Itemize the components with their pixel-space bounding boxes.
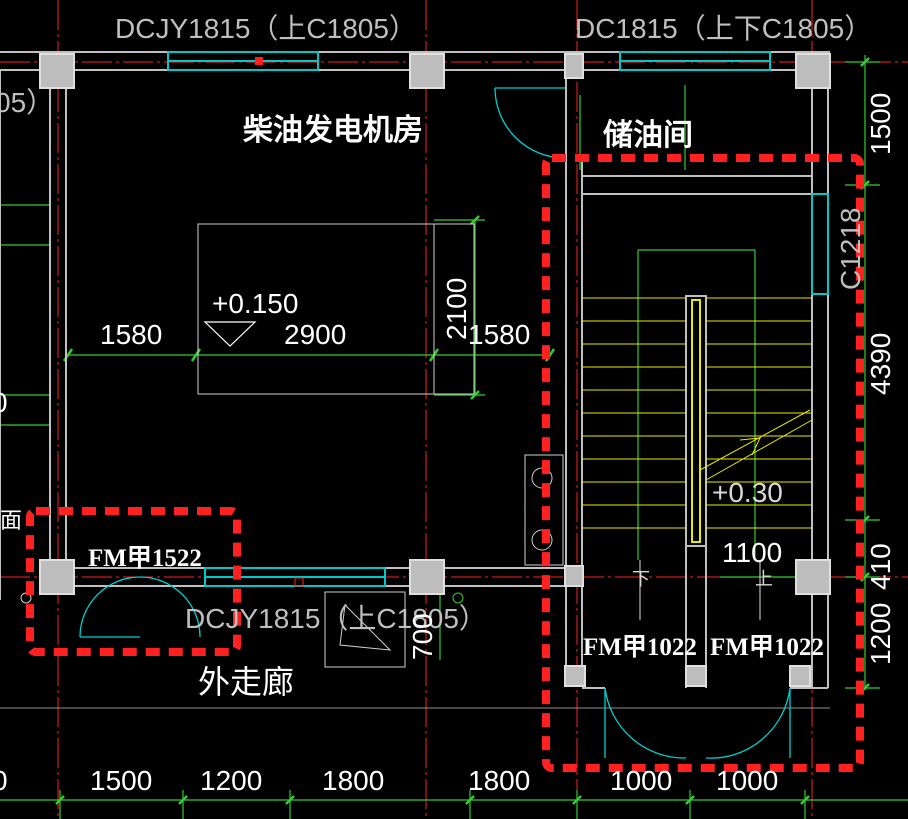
stair-up-label: 上: [755, 569, 773, 589]
highlight-boxes: [26, 154, 864, 772]
window-label-left-partial: 05）: [0, 87, 54, 118]
stair-down-label: 下: [632, 569, 650, 589]
window-label-top-left: DCJY1815（上C1805）: [115, 13, 417, 44]
dim-bottom-1500: 1500: [90, 765, 152, 796]
dim-1100: 1100: [722, 537, 782, 568]
dim-left-edge: 0: [0, 387, 8, 418]
window-marker: [255, 57, 263, 65]
door-swings: [79, 87, 791, 759]
window-marker: [294, 577, 304, 587]
room-label-oil: 储油间: [603, 118, 693, 153]
dim-700: 700: [407, 613, 438, 660]
dim-bottom-1800a: 1800: [322, 765, 384, 796]
dim-bottom-1800b: 1800: [468, 765, 530, 796]
elevation-marker: [203, 321, 257, 347]
highlight-fm1522: [26, 507, 241, 656]
window-label-right-side: C1218: [835, 207, 866, 290]
dim-1500-right: 1500: [865, 93, 896, 155]
left-partial-label: 面: [0, 508, 22, 533]
elevation-label-main: +0.150: [212, 288, 298, 319]
dim-bottom-1200: 1200: [200, 765, 262, 796]
generator-pad: [197, 223, 475, 395]
columns: [39, 53, 831, 687]
dim-left-edge-bottom: 0: [0, 765, 8, 796]
room-label-corridor: 外走廊: [198, 663, 294, 701]
stair-treads: [582, 297, 813, 529]
dim-1580-right: 1580: [468, 319, 530, 350]
dimension-ticks: [55, 57, 870, 805]
dim-410: 410: [865, 543, 896, 590]
dim-2900: 2900: [284, 319, 346, 350]
door-label-fm1022-right: FM甲1022: [710, 634, 824, 661]
highlight-stair-core: [542, 154, 864, 772]
dimension-lines: [0, 55, 908, 819]
door-label-fm1022-left: FM甲1022: [583, 634, 697, 661]
dim-1580-left: 1580: [100, 319, 162, 350]
dim-bottom-1000b: 1000: [716, 765, 778, 796]
room-label-generator: 柴油发电机房: [243, 113, 423, 148]
dim-4390: 4390: [865, 333, 896, 395]
elevation-label-stair: +0.30: [712, 477, 783, 508]
window-label-bottom: DCJY1815（上C1805）: [185, 603, 487, 634]
dim-bottom-1000a: 1000: [610, 765, 672, 796]
stair-direction-arrow: [639, 560, 761, 620]
dim-1200-right: 1200: [865, 603, 896, 665]
dim-2100: 2100: [441, 278, 472, 340]
window-label-top-right: DC1815（上下C1805）: [575, 13, 872, 44]
door-label-fm1522: FM甲1522: [88, 545, 202, 572]
